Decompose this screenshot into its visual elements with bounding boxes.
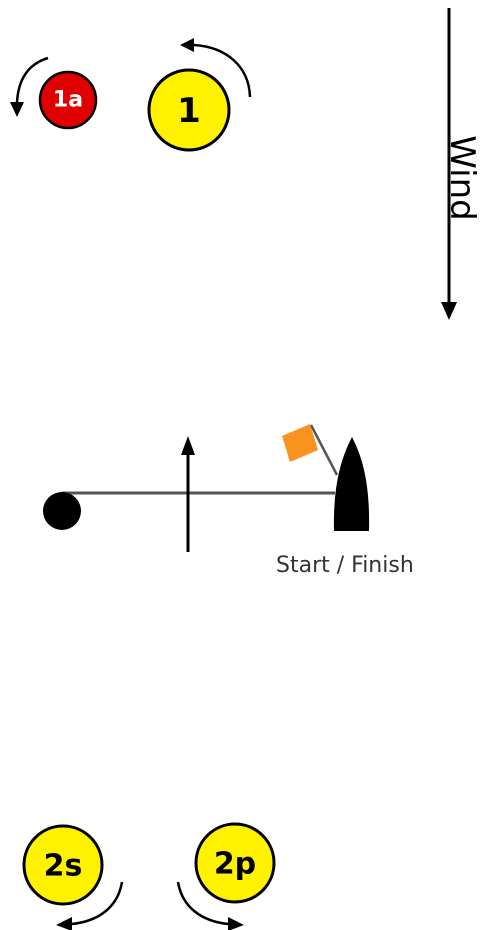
start-finish-line-group: Start / Finish — [43, 424, 414, 578]
mark-1-buoy — [147, 68, 231, 152]
flag-staff — [309, 424, 339, 476]
mark-1-rounding-arrowhead — [180, 38, 194, 52]
mark-1a: 1a — [10, 56, 98, 130]
mark-2p-buoy — [194, 822, 276, 904]
mark-1a-label: 1a — [53, 88, 83, 113]
mark-2p-label: 2p — [214, 847, 256, 882]
mark-2s-label: 2s — [44, 849, 83, 884]
start-finish-label: Start / Finish — [276, 553, 414, 578]
mark-1-label: 1 — [177, 91, 201, 131]
mark-1-rounding-arrow — [193, 43, 252, 98]
mark-1a-buoy — [38, 70, 98, 130]
committee-boat — [333, 437, 370, 531]
mark-1: 1 — [147, 38, 252, 152]
mark-2s-rounding-arrowhead — [56, 917, 72, 930]
mark-2s-rounding-arrow — [71, 881, 124, 926]
mark-1a-rounding-arrowhead — [10, 102, 24, 117]
mark-1a-rounding-arrow — [15, 56, 49, 104]
orange-flag — [282, 424, 318, 462]
mark-2p-rounding-arrow — [176, 881, 229, 926]
mark-2s: 2s — [22, 824, 124, 930]
mark-2s-buoy — [22, 824, 104, 906]
wind-label: Wind — [442, 135, 482, 220]
mark-2p: 2p — [176, 822, 276, 930]
pin-buoy — [43, 492, 81, 530]
course-direction-arrowhead — [181, 436, 195, 455]
mark-2p-rounding-arrowhead — [228, 917, 244, 930]
wind-arrow-head — [441, 302, 457, 320]
wind-indicator: Wind — [441, 8, 482, 320]
